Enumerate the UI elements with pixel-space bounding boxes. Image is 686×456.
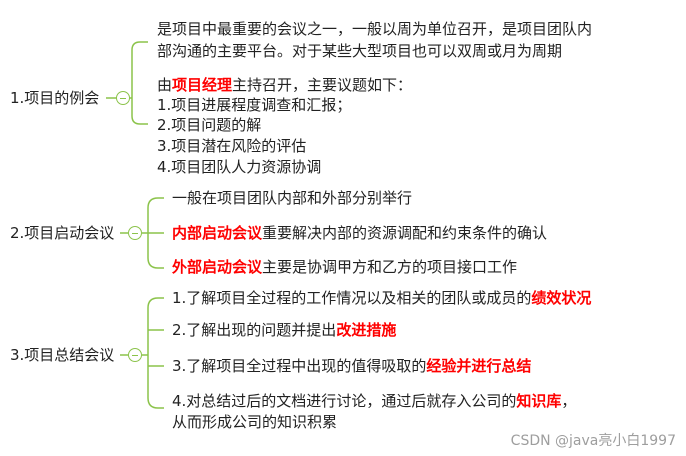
collapse-toggle-2[interactable]: [128, 226, 142, 240]
item-text: 3.了解项目全过程中出现的值得吸取的: [172, 357, 427, 375]
highlight-text: 绩效状况: [531, 289, 592, 307]
highlight-text: 项目经理: [172, 76, 233, 94]
connector-3: [120, 297, 164, 409]
item-text: 1.项目进展程度调查和汇报；: [157, 96, 352, 114]
highlight-text: 改进措施: [336, 321, 397, 339]
topic-1-item-6: 3.项目潜在风险的评估: [157, 135, 306, 157]
collapse-toggle-3[interactable]: [128, 348, 142, 362]
highlight-text: 经验并进行总结: [426, 357, 532, 375]
highlight-text: 内部启动会议: [172, 224, 263, 242]
item-text: 2.项目问题的解: [157, 116, 262, 134]
topic-3-label: 3.项目总结会议: [10, 346, 115, 364]
topic-2-label: 2.项目启动会议: [10, 224, 115, 242]
topic-3-item-4: 4.对总结过后的文档进行讨论，通过后就存入公司的知识库，: [172, 390, 576, 412]
item-text: 由: [157, 76, 173, 94]
item-text: 3.项目潜在风险的评估: [157, 137, 307, 155]
topic-3-item-3: 3.了解项目全过程中出现的值得吸取的经验并进行总结: [172, 355, 531, 377]
item-text: 一般在项目团队内部和外部分别举行: [172, 189, 413, 207]
item-text: ，: [561, 392, 577, 410]
topic-1-item-4: 1.项目进展程度调查和汇报；: [157, 94, 351, 116]
highlight-text: 知识库: [516, 392, 562, 410]
item-text: 主持召开，主要议题如下：: [232, 76, 413, 94]
item-text: 是项目中最重要的会议之一，一般以周为单位召开，是项目团队内: [157, 20, 593, 38]
topic-1-item-5: 2.项目问题的解: [157, 114, 261, 136]
item-text: 2.了解出现的问题并提出: [172, 321, 337, 339]
topic-2-item-3: 外部启动会议主要是协调甲方和乙方的项目接口工作: [172, 256, 517, 278]
connector-1: [106, 41, 148, 125]
topic-2-item-2: 内部启动会议重要解决内部的资源调配和约束条件的确认: [172, 222, 547, 244]
item-text: 部沟通的主要平台。对于某些大型项目也可以双周或月为周期: [157, 42, 563, 60]
item-text: 4.对总结过后的文档进行讨论，通过后就存入公司的: [172, 392, 517, 410]
watermark: CSDN @java亮小白1997: [510, 433, 676, 449]
topic-1-item-3: 由项目经理主持召开，主要议题如下：: [157, 74, 412, 96]
topic-1-item-7: 4.项目团队人力资源协调: [157, 156, 321, 178]
item-text: 重要解决内部的资源调配和约束条件的确认: [262, 224, 548, 242]
item-text: 从而形成公司的知识积累: [172, 413, 338, 431]
topic-1-label: 1.项目的例会: [10, 89, 100, 107]
item-text: 主要是协调甲方和乙方的项目接口工作: [262, 258, 518, 276]
topic-2-item-1: 一般在项目团队内部和外部分别举行: [172, 187, 412, 209]
topic-3-item-5: 从而形成公司的知识积累: [172, 411, 337, 433]
highlight-text: 外部启动会议: [172, 258, 263, 276]
collapse-toggle-1[interactable]: [116, 91, 130, 105]
item-text: 4.项目团队人力资源协调: [157, 158, 322, 176]
topic-3-item-2: 2.了解出现的问题并提出改进措施: [172, 319, 396, 341]
topic-1-item-1: 是项目中最重要的会议之一，一般以周为单位召开，是项目团队内: [157, 18, 592, 40]
connector-2: [120, 197, 164, 269]
topic-1-item-2: 部沟通的主要平台。对于某些大型项目也可以双周或月为周期: [157, 40, 562, 62]
topic-3-item-1: 1.了解项目全过程的工作情况以及相关的团队或成员的绩效状况: [172, 287, 591, 309]
item-text: 1.了解项目全过程的工作情况以及相关的团队或成员的: [172, 289, 532, 307]
